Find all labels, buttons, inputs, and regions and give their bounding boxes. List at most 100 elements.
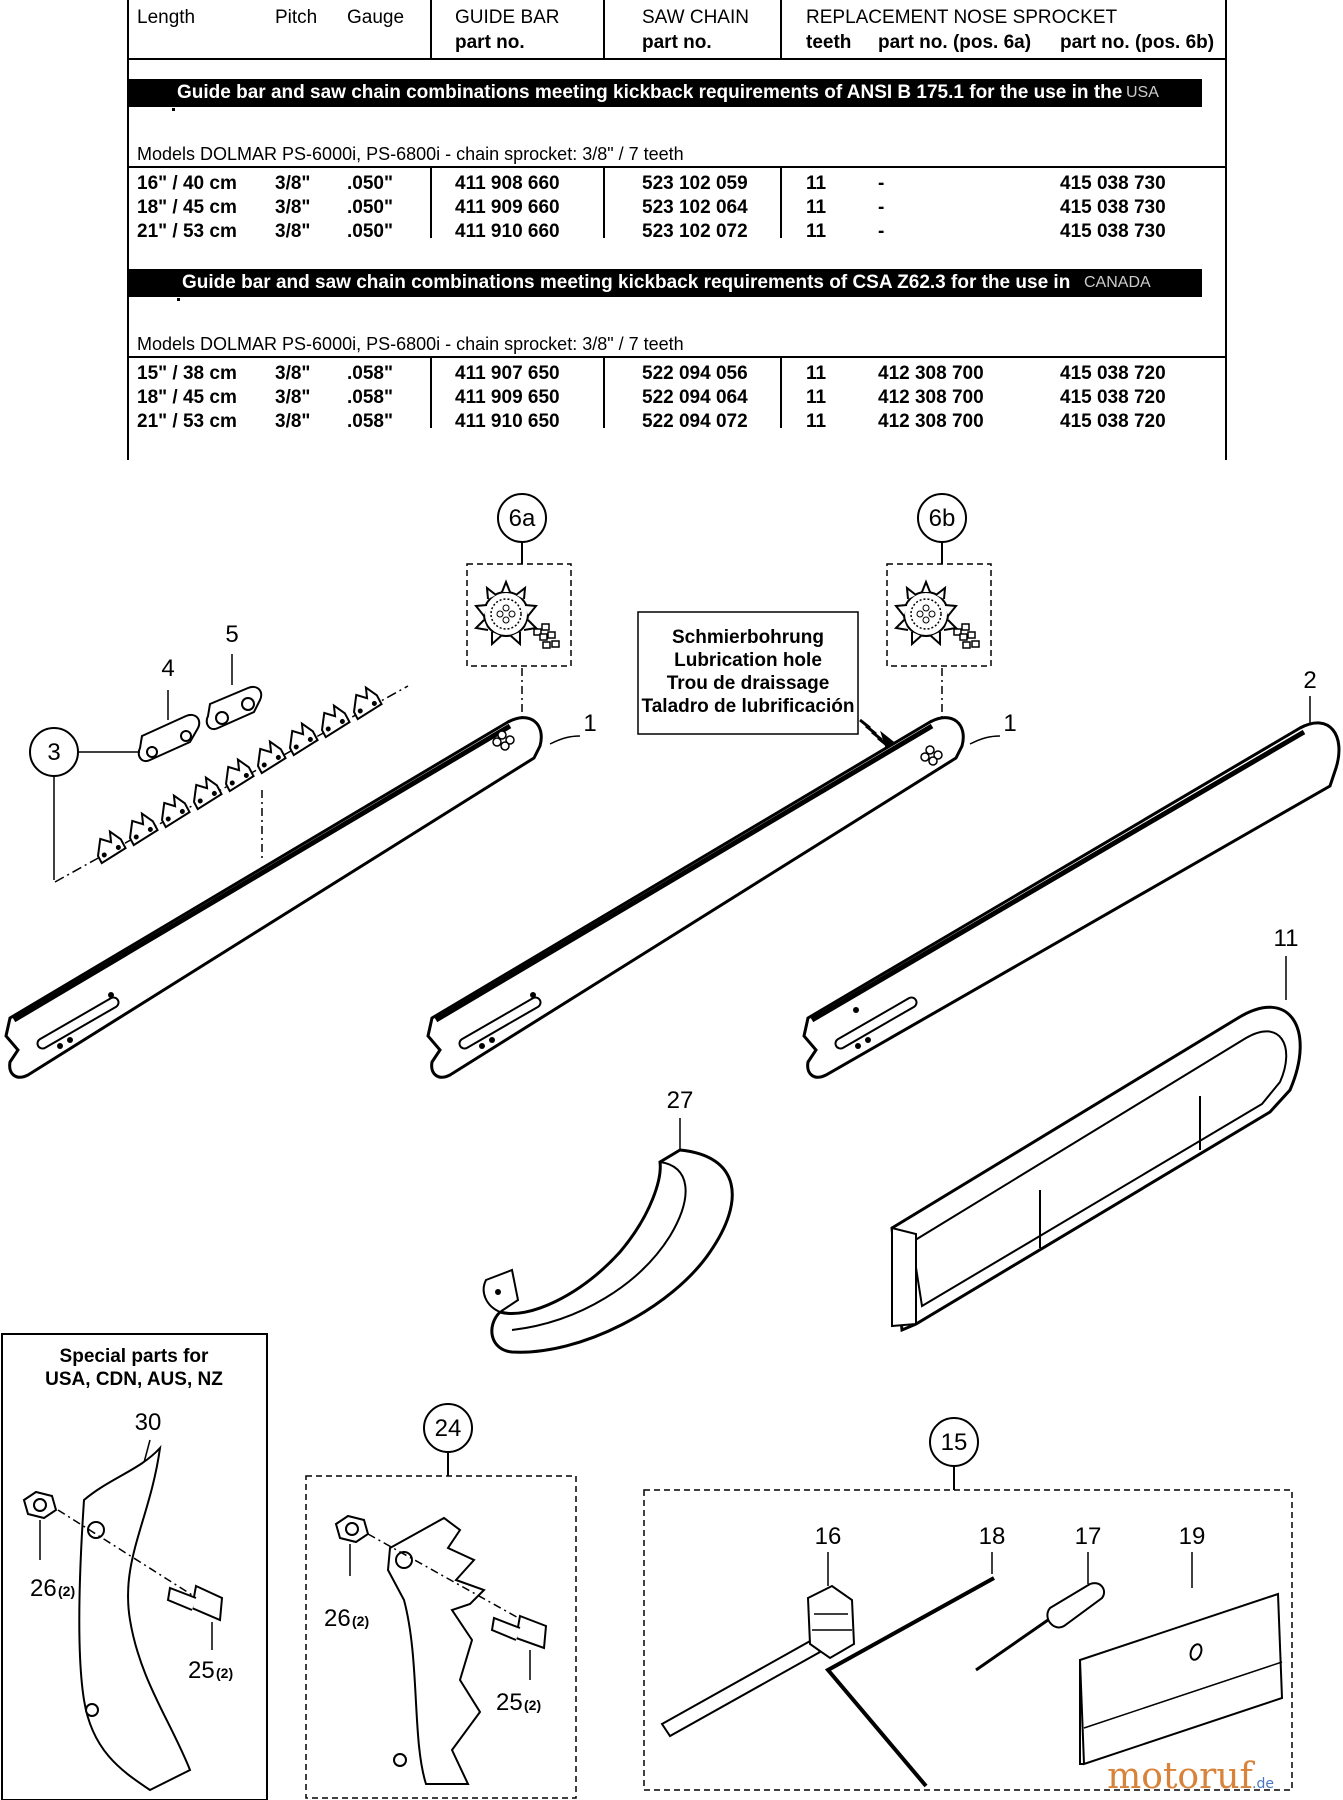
cell-saw-chain: 523 102 064 [642, 197, 748, 218]
cell-guide-bar: 411 909 650 [455, 387, 560, 408]
callout-6b: 6b [886, 493, 992, 720]
cell-part-6b: 415 038 730 [1060, 221, 1166, 242]
cell-gauge: .050" [347, 173, 393, 194]
svg-text:6a: 6a [509, 505, 536, 532]
header-saw-chain: SAW CHAIN [642, 7, 749, 28]
svg-text:Lubrication hole: Lubrication hole [674, 650, 822, 671]
cell-part-6a: 412 308 700 [878, 387, 984, 408]
header-sprocket: REPLACEMENT NOSE SPROCKET [806, 7, 1118, 28]
svg-text:26: 26 [30, 1575, 57, 1602]
parts-table: Length Pitch Gauge GUIDE BAR part no. SA… [0, 0, 1343, 470]
svg-text:17: 17 [1075, 1523, 1102, 1550]
section-banner-ansi: Guide bar and saw chain combinations mee… [128, 79, 1202, 107]
svg-text:USA, CDN, AUS, NZ: USA, CDN, AUS, NZ [45, 1369, 223, 1390]
svg-text:(2): (2) [58, 1583, 75, 1599]
svg-text:Trou de draissage: Trou de draissage [667, 673, 830, 694]
guide-bar-left [4, 716, 543, 1079]
header-guide-bar-sub: part no. [455, 32, 525, 53]
saw-chain [54, 683, 409, 883]
cell-teeth: 11 [806, 221, 827, 242]
table-right-border [1225, 0, 1227, 460]
table-left-border [127, 0, 129, 460]
header-guide-bar: GUIDE BAR [455, 7, 560, 28]
cell-part-6b: 415 038 730 [1060, 173, 1166, 194]
nose-hole-pattern [920, 745, 943, 766]
cell-gauge: .058" [347, 387, 393, 408]
cell-teeth: 11 [806, 173, 827, 194]
cell-guide-bar: 411 910 660 [455, 221, 560, 242]
cell-guide-bar: 411 907 650 [455, 363, 560, 384]
cell-length: 18" / 45 cm [137, 197, 237, 218]
col-sep [780, 0, 782, 58]
guide-bar-right [802, 721, 1341, 1079]
header-teeth: teeth [806, 32, 852, 53]
bumper-27: 27 [482, 1087, 734, 1354]
col-sep [603, 356, 605, 428]
cell-gauge: .050" [347, 197, 393, 218]
svg-text:25: 25 [188, 1657, 215, 1684]
svg-text:19: 19 [1179, 1523, 1206, 1550]
chain-link-4 [137, 690, 201, 762]
cell-gauge: .058" [347, 363, 393, 384]
cell-gauge: .058" [347, 411, 393, 432]
cell-length: 16" / 40 cm [137, 173, 237, 194]
special-parts-box: Special parts for USA, CDN, AUS, NZ 30 2… [1, 1333, 268, 1800]
cell-part-6b: 415 038 720 [1060, 411, 1166, 432]
svg-text:3: 3 [47, 739, 60, 766]
cell-guide-bar: 411 910 650 [455, 411, 560, 432]
col-sep [780, 356, 782, 428]
exploded-parts-diagram: 6a 6b Schmierbohrung Lubrication hole Tr… [1, 493, 1341, 1800]
cell-part-6b: 415 038 720 [1060, 363, 1166, 384]
models-line: Models DOLMAR PS-6000i, PS-6800i - chain… [137, 144, 684, 164]
cell-part-6a: 412 308 700 [878, 363, 984, 384]
col-sep [603, 0, 605, 58]
callout-3: 3 [29, 727, 140, 880]
svg-text:25: 25 [496, 1689, 523, 1716]
svg-text:6b: 6b [929, 505, 956, 532]
cell-pitch: 3/8" [275, 387, 311, 408]
cell-teeth: 11 [806, 387, 827, 408]
callout-6a: 6a [466, 493, 572, 720]
svg-text:1: 1 [583, 710, 596, 737]
svg-text:Special parts for: Special parts for [60, 1346, 209, 1367]
svg-text:15: 15 [941, 1429, 968, 1456]
section-rule [128, 356, 1226, 358]
col-sep [430, 166, 432, 238]
col-sep [603, 166, 605, 238]
cell-part-6b: 415 038 730 [1060, 197, 1166, 218]
cell-length: 21" / 53 cm [137, 411, 237, 432]
watermark-logo: motoruf .de [1107, 1756, 1274, 1797]
cell-length: 21" / 53 cm [137, 221, 237, 242]
cell-part-6a: - [878, 173, 885, 194]
cell-saw-chain: 522 094 072 [642, 411, 748, 432]
cell-guide-bar: 411 908 660 [455, 173, 560, 194]
banner-overlay: CANADA [1084, 274, 1151, 291]
cell-guide-bar: 411 909 660 [455, 197, 560, 218]
col-sep [430, 0, 432, 58]
header-saw-chain-sub: part no. [642, 32, 712, 53]
banner-text: Guide bar and saw chain combinations mee… [182, 272, 1071, 293]
cell-saw-chain: 523 102 072 [642, 221, 748, 242]
svg-text:5: 5 [225, 621, 238, 648]
svg-text:(2): (2) [352, 1613, 369, 1629]
cell-saw-chain: 522 094 064 [642, 387, 748, 408]
header-pitch: Pitch [275, 7, 318, 28]
cell-pitch: 3/8" [275, 363, 311, 384]
svg-text:(2): (2) [524, 1697, 541, 1713]
cell-part-6b: 415 038 720 [1060, 387, 1166, 408]
callout-15: 15 16 18 17 19 [643, 1417, 1293, 1791]
header-gauge: Gauge [347, 7, 405, 28]
cell-length: 18" / 45 cm [137, 387, 237, 408]
banner-dot [172, 108, 175, 111]
cell-part-6a: 412 308 700 [878, 411, 984, 432]
svg-text:Taladro de lubrificación: Taladro de lubrificación [642, 696, 855, 717]
svg-text:2: 2 [1303, 667, 1316, 694]
header-length: Length [137, 7, 196, 28]
col-sep [780, 166, 782, 238]
cell-length: 15" / 38 cm [137, 363, 237, 384]
part-labels-top: 4 5 1 1 2 [161, 621, 1317, 745]
nose-hole-pattern [492, 730, 515, 751]
models-line: Models DOLMAR PS-6000i, PS-6800i - chain… [137, 334, 684, 354]
cell-part-6a: - [878, 197, 885, 218]
